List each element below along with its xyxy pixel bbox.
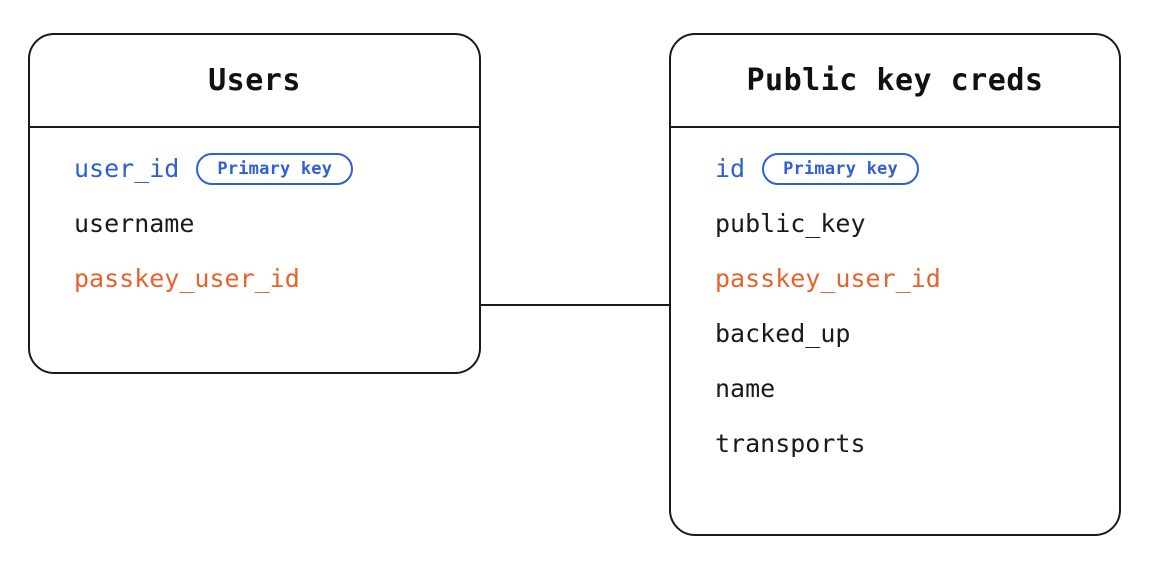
field-name-user-id: user_id [74, 154, 180, 183]
field-name-id: id [715, 154, 746, 183]
field-name-username: username [74, 209, 195, 238]
field-row-user-id[interactable]: user_id Primary key [30, 153, 479, 185]
field-row-id[interactable]: id Primary key [671, 153, 1119, 185]
entity-users[interactable]: Users user_id Primary key username passk… [28, 33, 481, 374]
field-name-public-key: public_key [715, 209, 866, 238]
entity-users-header: Users [30, 35, 479, 128]
field-name-passkey-user-id: passkey_user_id [74, 264, 300, 293]
field-name-name: name [715, 374, 776, 403]
field-row-transports[interactable]: transports [671, 429, 1119, 459]
field-row-username[interactable]: username [30, 209, 479, 239]
entity-public-key-creds[interactable]: Public key creds id Primary key public_k… [669, 33, 1121, 536]
field-row-public-key[interactable]: public_key [671, 209, 1119, 239]
entity-users-title: Users [208, 63, 301, 98]
primary-key-badge-public-key-creds: Primary key [762, 153, 919, 185]
field-row-name[interactable]: name [671, 374, 1119, 404]
field-row-passkey-user-id[interactable]: passkey_user_id [30, 264, 479, 294]
field-name-transports: transports [715, 429, 866, 458]
entity-users-field-list: user_id Primary key username passkey_use… [30, 128, 479, 318]
primary-key-badge-users: Primary key [196, 153, 354, 185]
relationship-connector-line [481, 304, 670, 306]
entity-public-key-creds-title: Public key creds [746, 63, 1044, 98]
entity-public-key-creds-header: Public key creds [671, 35, 1119, 128]
primary-key-badge-label: Primary key [783, 158, 898, 179]
field-name-backed-up: backed_up [715, 319, 851, 348]
field-name-passkey-user-id: passkey_user_id [715, 264, 941, 293]
entity-public-key-creds-field-list: id Primary key public_key passkey_user_i… [671, 128, 1119, 483]
field-row-passkey-user-id[interactable]: passkey_user_id [671, 264, 1119, 294]
primary-key-badge-label: Primary key [217, 158, 333, 179]
field-row-backed-up[interactable]: backed_up [671, 319, 1119, 349]
